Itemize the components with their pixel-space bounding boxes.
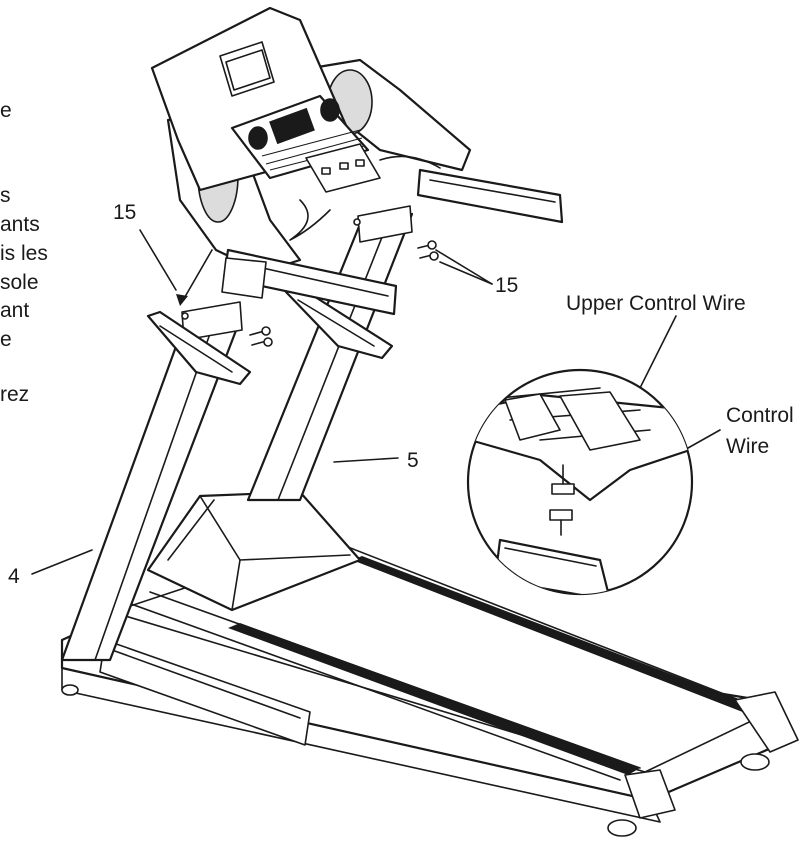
callout-control-wire-line1: Control (726, 404, 794, 427)
text-fragment: sole (0, 271, 39, 294)
callout-part-5: 5 (407, 449, 419, 472)
callout-part-4: 4 (8, 565, 20, 588)
text-fragment: rez (0, 383, 30, 406)
text-fragment: is les (0, 242, 48, 265)
text-fragment: s (0, 184, 11, 207)
callout-upper-control-wire: Upper Control Wire (566, 292, 746, 315)
callout-part-15-right: 15 (495, 274, 519, 297)
control-wire-detail (466, 368, 694, 596)
text-fragment: ants (0, 213, 40, 236)
callout-control-wire-line2: Wire (726, 435, 770, 458)
console-assembly (150, 6, 564, 316)
text-fragment: e (0, 328, 12, 351)
text-fragment: e (0, 99, 12, 122)
callout-part-15-left: 15 (113, 201, 137, 224)
text-fragment: ant (0, 299, 30, 322)
treadmill-base (60, 490, 799, 837)
